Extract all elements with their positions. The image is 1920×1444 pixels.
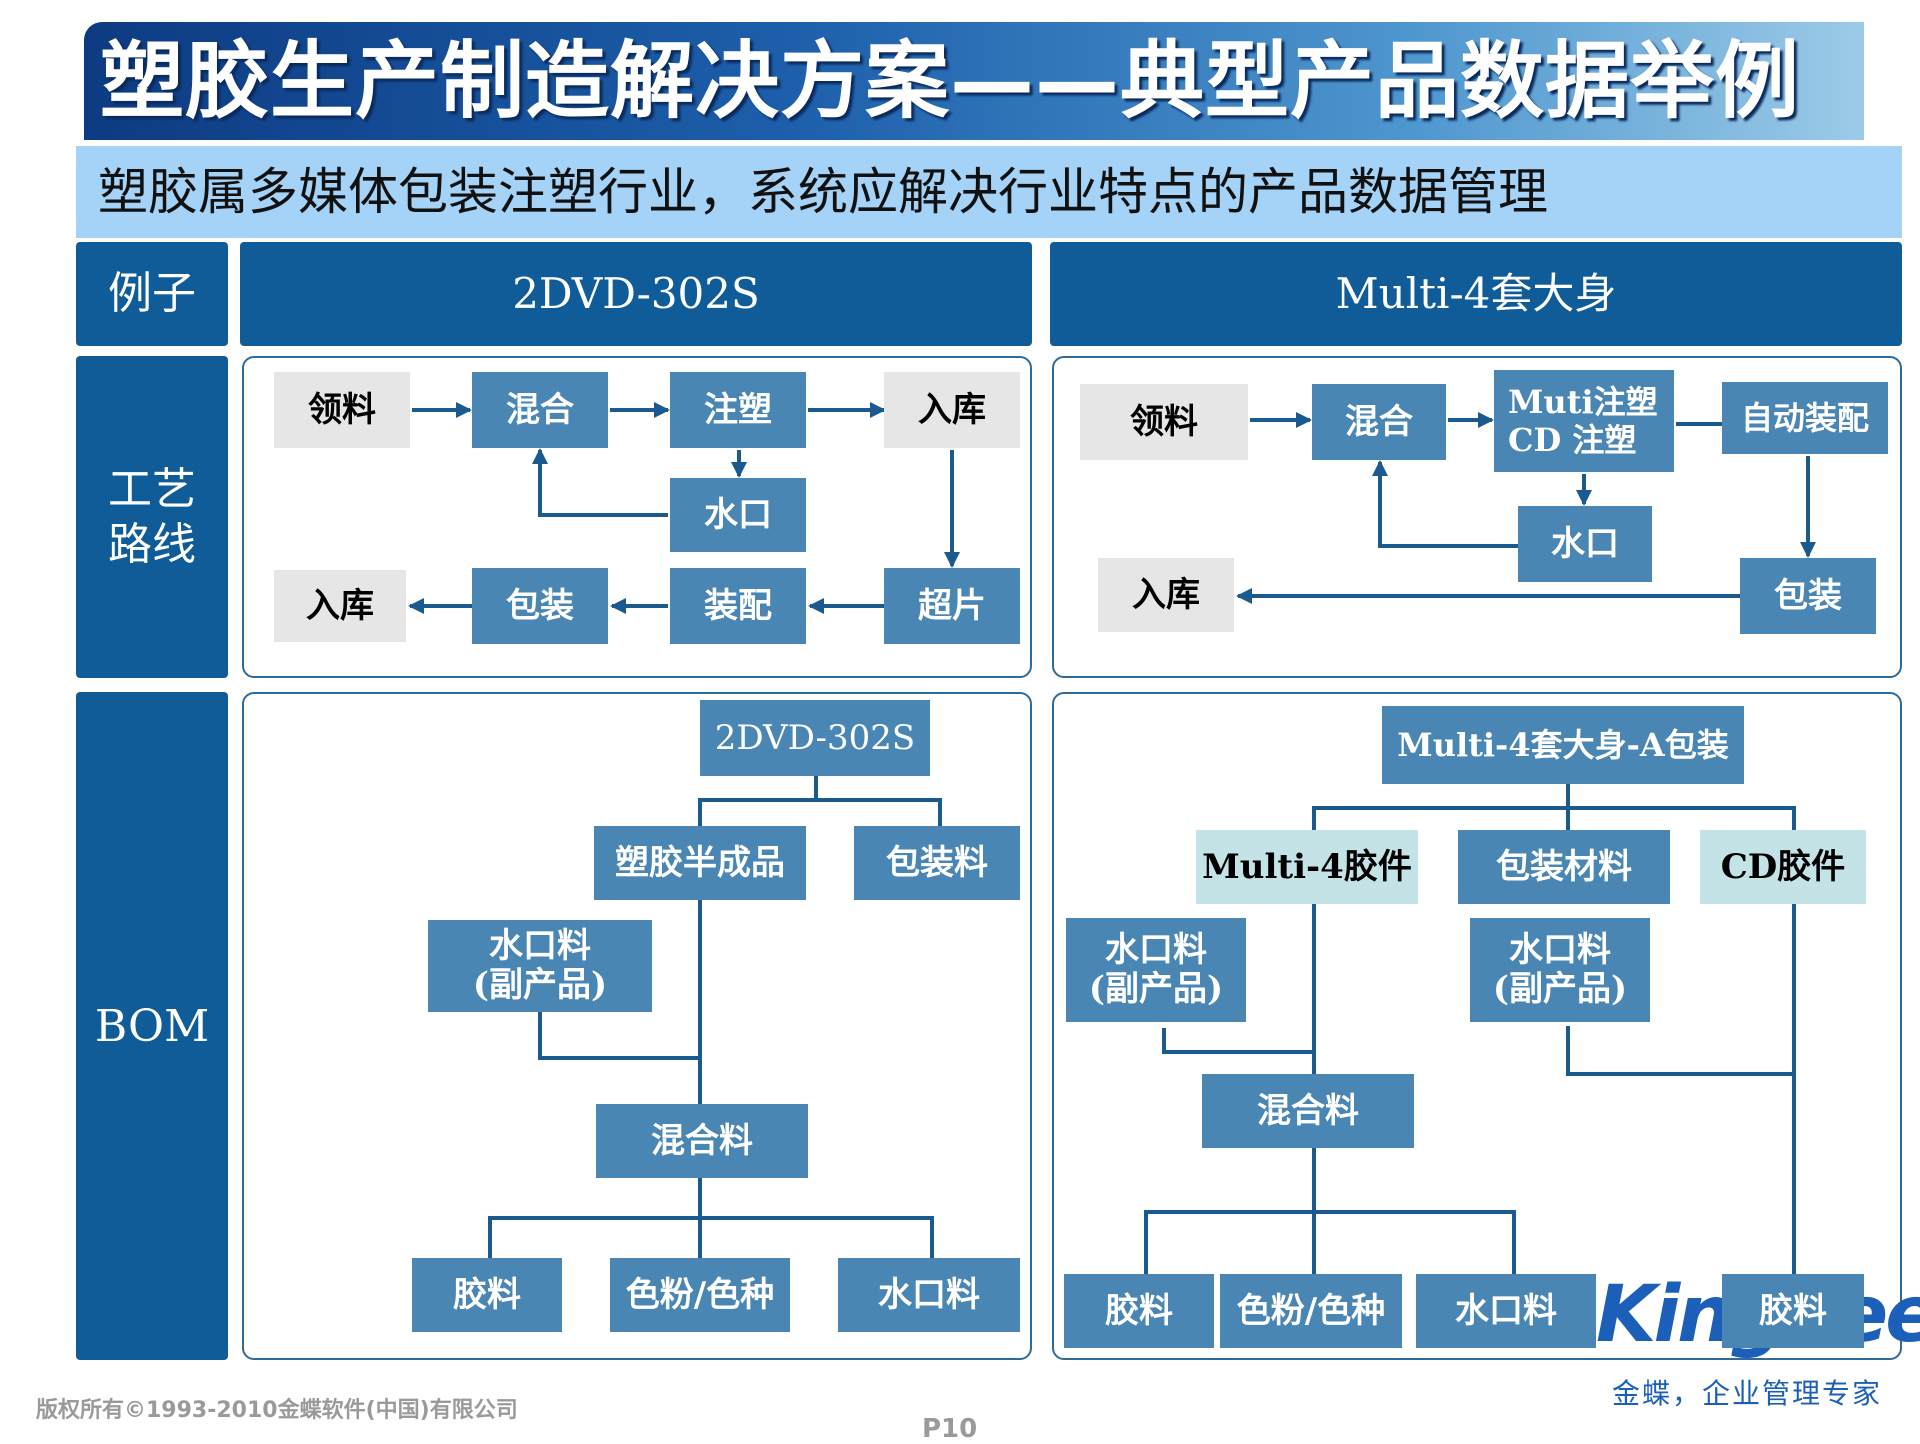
row-label-bom: BOM xyxy=(76,692,228,1360)
bom2-nozzler-link xyxy=(1566,1026,1794,1076)
bom1-nozzle-link xyxy=(538,1012,700,1060)
column-header-example2: Multi-4套大身 xyxy=(1050,242,1902,346)
bom2-mix: 混合料 xyxy=(1202,1074,1414,1148)
bom2-cd: CD胶件 xyxy=(1700,830,1866,904)
bom2-root: Multi-4套大身-A包装 xyxy=(1382,706,1744,784)
bom2-color: 色粉/色种 xyxy=(1220,1274,1402,1348)
route1-ruku-bottom: 入库 xyxy=(274,570,406,642)
route1-shuikou: 水口 xyxy=(670,478,806,552)
bom1-mix-children xyxy=(488,1216,934,1258)
bom2-multi: Multi-4胶件 xyxy=(1196,830,1418,904)
route2-hunhe: 混合 xyxy=(1312,384,1446,460)
route2-baozhuang: 包装 xyxy=(1740,558,1876,634)
page-title: 塑胶生产制造解决方案——典型产品数据举例 xyxy=(100,32,1801,130)
logo-slogan: 金蝶，企业管理专家 xyxy=(1612,1377,1883,1410)
route1-lingliao: 领料 xyxy=(274,372,410,448)
arrow-shuikou-hunhe xyxy=(532,448,668,517)
bom2-nozzle-left: 水口料 (副产品) xyxy=(1066,918,1246,1022)
bom1-glue: 胶料 xyxy=(412,1258,562,1332)
route2-lingliao: 领料 xyxy=(1080,384,1248,460)
bom-panel-1 xyxy=(242,692,1032,1360)
route2-zidong: 自动装配 xyxy=(1722,382,1888,454)
bom1-pack: 包装料 xyxy=(854,826,1020,900)
arrow2-shuikou-hunhe xyxy=(1372,460,1518,548)
route1-zhuangpei: 装配 xyxy=(670,568,806,644)
subtitle: 塑胶属多媒体包装注塑行业，系统应解决行业特点的产品数据管理 xyxy=(76,146,1902,238)
route1-baozhuang: 包装 xyxy=(472,568,608,644)
bom2-nozzle2: 水口料 xyxy=(1416,1274,1596,1348)
bom2-root-children xyxy=(1312,806,1796,830)
bom1-root-semi xyxy=(698,776,818,826)
bom1-semi: 塑胶半成品 xyxy=(594,826,806,900)
bom2-glue: 胶料 xyxy=(1064,1274,1214,1348)
route2-ruku: 入库 xyxy=(1098,558,1234,632)
route1-zhusu: 注塑 xyxy=(670,372,806,448)
route1-chaopian: 超片 xyxy=(884,568,1020,644)
bom2-nozzle-right: 水口料 (副产品) xyxy=(1470,918,1650,1022)
route2-zhusu: Muti注塑 CD 注塑 xyxy=(1494,370,1674,472)
copyright: 版权所有©1993-2010金蝶软件(中国)有限公司 xyxy=(36,1398,518,1423)
route2-shuikou: 水口 xyxy=(1518,506,1652,582)
bom1-color: 色粉/色种 xyxy=(610,1258,790,1332)
page-number: P10 xyxy=(922,1414,978,1444)
bom-panel-2 xyxy=(1052,692,1902,1360)
row-label-example: 例子 xyxy=(76,242,228,346)
bom1-nozzle2: 水口料 xyxy=(838,1258,1020,1332)
bom2-packmat: 包装材料 xyxy=(1458,830,1670,904)
bom2-mix-children xyxy=(1144,1210,1516,1274)
route1-hunhe: 混合 xyxy=(472,372,608,448)
title-banner xyxy=(84,22,1864,140)
bom1-mix: 混合料 xyxy=(596,1104,808,1178)
bom1-nozzle: 水口料 (副产品) xyxy=(428,920,652,1012)
row-label-route: 工艺 路线 xyxy=(76,356,228,678)
bom1-root: 2DVD-302S xyxy=(700,700,930,776)
column-header-example1: 2DVD-302S xyxy=(240,242,1032,346)
bom1-root-pack xyxy=(816,798,942,826)
bom2-nozzlel-link xyxy=(1162,1028,1314,1054)
route1-ruku-top: 入库 xyxy=(884,372,1020,448)
bom2-glue-right: 胶料 xyxy=(1722,1274,1864,1348)
